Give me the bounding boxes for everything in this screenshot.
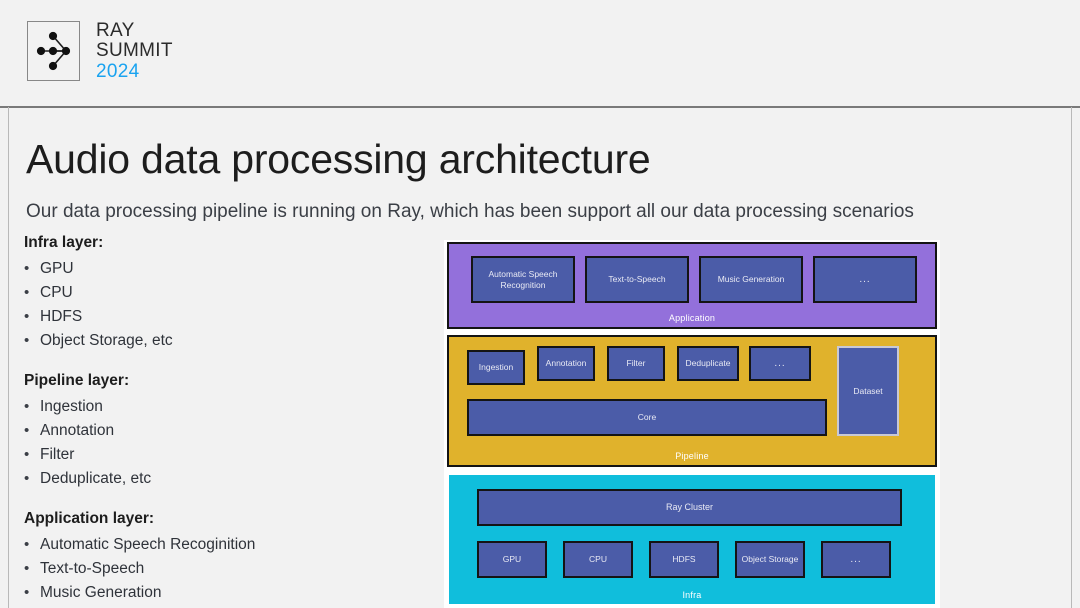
bullet-label: Filter: [40, 446, 75, 463]
diagram-layer-application: Automatic Speech Recognition Text-to-Spe…: [447, 242, 937, 329]
bullet-list: Infra layer: • GPU • CPU • HDFS • Object…: [24, 232, 424, 605]
diagram-node-asr: Automatic Speech Recognition: [471, 256, 575, 303]
list-item: • Deduplicate, etc: [24, 467, 424, 491]
diagram-node-annotation: Annotation: [537, 346, 595, 381]
bullet-dot-icon: •: [24, 308, 30, 325]
bullet-group-application: Application layer: • Automatic Speech Re…: [24, 508, 424, 605]
bullet-label: Automatic Speech Recoginition: [40, 536, 256, 553]
bullet-label: Ingestion: [40, 398, 103, 415]
bullet-dot-icon: •: [24, 284, 30, 301]
diagram-layer-label-pipeline: Pipeline: [675, 451, 709, 461]
bullet-label: CPU: [40, 284, 73, 301]
bullet-dot-icon: •: [24, 536, 30, 553]
bullet-group-heading: Pipeline layer:: [24, 372, 130, 389]
list-item: • GPU: [24, 257, 424, 281]
bullet-dot-icon: •: [24, 446, 30, 463]
slide-header: RAY SUMMIT 2024: [0, 0, 1080, 108]
bullet-dot-icon: •: [24, 422, 30, 439]
slide-left-border: [8, 107, 9, 608]
list-item: • Filter: [24, 443, 424, 467]
diagram-node-more-application: ...: [813, 256, 917, 303]
bullet-group-heading: Application layer:: [24, 510, 155, 527]
diagram-layer-infra: Ray Cluster GPU CPU HDFS Object Storage …: [447, 473, 937, 606]
diagram-layer-label-infra: Infra: [682, 590, 702, 600]
diagram-node-core: Core: [467, 399, 827, 436]
bullet-label: Deduplicate, etc: [40, 470, 152, 487]
diagram-node-hdfs: HDFS: [649, 541, 719, 578]
bullet-dot-icon: •: [24, 470, 30, 487]
diagram-layer-label-application: Application: [668, 313, 716, 323]
ray-summit-logo: RAY SUMMIT 2024: [27, 21, 173, 82]
diagram-node-tts: Text-to-Speech: [585, 256, 689, 303]
bullet-label: HDFS: [40, 308, 83, 325]
bullet-group-heading: Infra layer:: [24, 234, 104, 251]
list-item: • Text-to-Speech: [24, 557, 424, 581]
list-item: • Object Storage, etc: [24, 329, 424, 353]
page-subtitle: Our data processing pipeline is running …: [26, 201, 914, 222]
diagram-node-ingestion: Ingestion: [467, 350, 525, 385]
bullet-dot-icon: •: [24, 332, 30, 349]
page-title: Audio data processing architecture: [26, 136, 651, 182]
logo-year: 2024: [96, 61, 140, 82]
architecture-diagram: Automatic Speech Recognition Text-to-Spe…: [444, 240, 940, 608]
list-item: • Automatic Speech Recoginition: [24, 533, 424, 557]
diagram-node-ray-cluster: Ray Cluster: [477, 489, 902, 526]
bullet-label: Object Storage, etc: [40, 332, 173, 349]
diagram-node-cpu: CPU: [563, 541, 633, 578]
diagram-node-music-generation: Music Generation: [699, 256, 803, 303]
bullet-dot-icon: •: [24, 560, 30, 577]
diagram-node-more-infra: ...: [821, 541, 891, 578]
list-item: • CPU: [24, 281, 424, 305]
group-spacer: [24, 353, 424, 370]
logo-line-ray: RAY: [96, 20, 135, 41]
diagram-node-object-storage: Object Storage: [735, 541, 805, 578]
diagram-node-filter: Filter: [607, 346, 665, 381]
bullet-dot-icon: •: [24, 584, 30, 601]
bullet-label: GPU: [40, 260, 74, 277]
list-item: • HDFS: [24, 305, 424, 329]
list-item: • Annotation: [24, 419, 424, 443]
bullet-label: Text-to-Speech: [40, 560, 145, 577]
bullet-group-pipeline: Pipeline layer: • Ingestion • Annotation…: [24, 370, 424, 491]
bullet-group-infra: Infra layer: • GPU • CPU • HDFS • Object…: [24, 232, 424, 353]
logo-wordmark: RAY SUMMIT 2024: [96, 20, 173, 83]
bullet-dot-icon: •: [24, 260, 30, 277]
bullet-dot-icon: •: [24, 398, 30, 415]
diagram-node-deduplicate: Deduplicate: [677, 346, 739, 381]
logo-line-summit: SUMMIT: [96, 40, 173, 61]
bullet-label: Music Generation: [40, 584, 162, 601]
diagram-node-gpu: GPU: [477, 541, 547, 578]
bullet-label: Annotation: [40, 422, 115, 439]
diagram-node-dataset: Dataset: [837, 346, 899, 436]
list-item: • Ingestion: [24, 395, 424, 419]
diagram-node-more-pipeline: ...: [749, 346, 811, 381]
ray-nodes-icon: [27, 21, 80, 81]
list-item: • Music Generation: [24, 581, 424, 605]
slide-right-border: [1071, 107, 1072, 608]
header-divider: [0, 106, 1080, 108]
diagram-layer-pipeline: Ingestion Annotation Filter Deduplicate …: [447, 335, 937, 467]
group-spacer: [24, 491, 424, 508]
